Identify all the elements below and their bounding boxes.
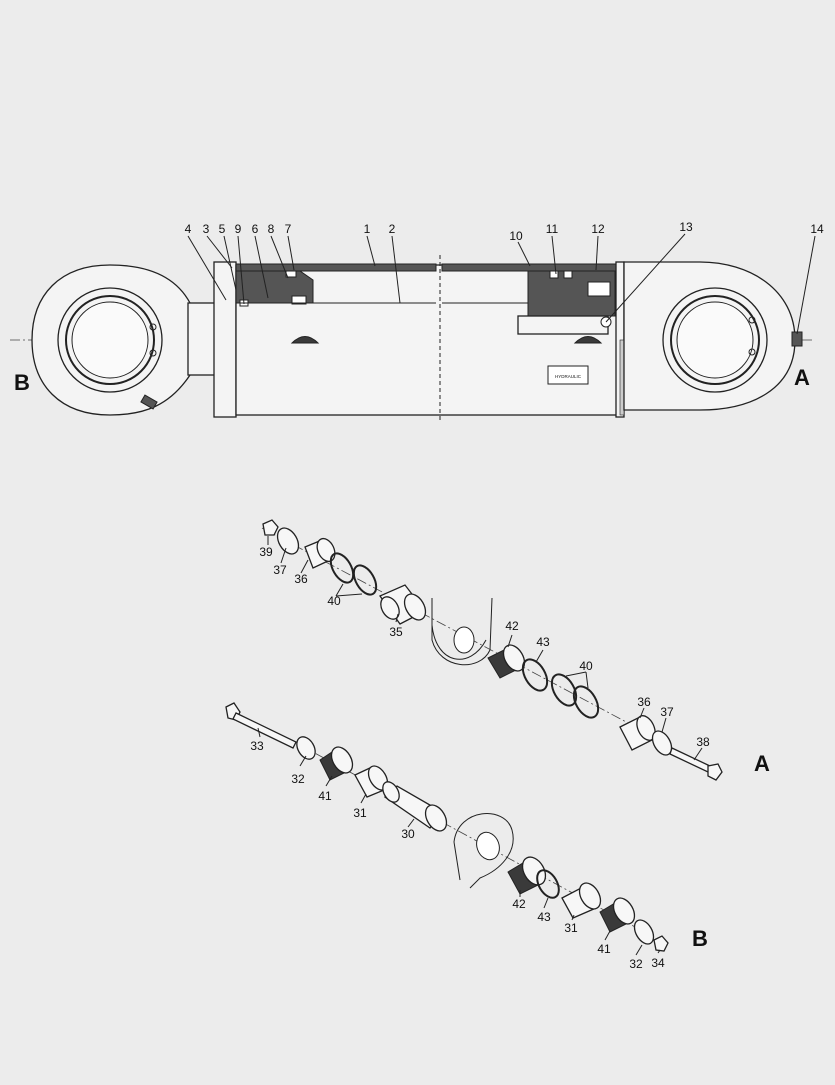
part-39 [262, 519, 279, 536]
callout-13: 13 [679, 220, 693, 234]
part-35 [379, 584, 427, 625]
callout-1: 1 [364, 222, 371, 236]
part-a-label-42: 42 [505, 619, 519, 633]
part-b-label-30: 30 [401, 827, 415, 841]
part-43-a [521, 658, 549, 692]
part-43-b [536, 869, 560, 899]
part-42-a [487, 644, 526, 679]
left-rod-eye [31, 264, 191, 416]
assembly-b: 33 32 41 31 30 42 43 31 41 32 34 B [225, 702, 708, 971]
part-34 [653, 935, 669, 952]
part-31-b [561, 882, 602, 919]
part-37-a [276, 527, 300, 555]
part-b-label-41: 41 [318, 789, 332, 803]
part-32-b [633, 919, 655, 945]
part-b-label-33: 33 [250, 739, 264, 753]
part-b-label-32b: 32 [629, 957, 643, 971]
assembly-b-label: B [692, 926, 708, 951]
part-a-label-36: 36 [294, 572, 308, 586]
callout-6: 6 [252, 222, 259, 236]
part-b-label-41b: 41 [597, 942, 611, 956]
part-38 [669, 747, 723, 781]
part-b-label-31b: 31 [564, 921, 578, 935]
part-32-a [296, 736, 316, 760]
callout-14: 14 [810, 222, 824, 236]
callout-4: 4 [185, 222, 192, 236]
part-36-a [304, 537, 336, 569]
name-plate [547, 365, 589, 385]
part-a-label-40: 40 [327, 594, 341, 608]
part-a-label-38: 38 [696, 735, 710, 749]
cylinder-drawing: HYDRAULIC [10, 233, 816, 420]
part-a-label-37: 37 [273, 563, 287, 577]
part-31-a [354, 765, 389, 798]
rod-neck [187, 302, 217, 376]
callout-8: 8 [268, 222, 275, 236]
part-40-ring-1 [329, 552, 355, 584]
part-b-label-42: 42 [512, 897, 526, 911]
part-30 [382, 781, 448, 832]
part-b-label-32: 32 [291, 772, 305, 786]
part-b-label-34: 34 [651, 956, 665, 970]
callout-10: 10 [509, 229, 523, 243]
right-cylinder-eye [623, 261, 803, 411]
part-40-ring-2 [352, 564, 378, 596]
callout-9: 9 [235, 222, 242, 236]
part-a-label-39: 39 [259, 545, 273, 559]
end-label-b: B [14, 370, 30, 395]
part-33 [225, 702, 297, 749]
part-a-label-43: 43 [536, 635, 550, 649]
assembly-a-label: A [754, 751, 770, 776]
callout-12: 12 [591, 222, 605, 236]
top-leaders [187, 233, 816, 335]
name-plate-text: HYDRAULIC [555, 374, 582, 379]
part-37-b [651, 730, 673, 756]
part-b-label-31: 31 [353, 806, 367, 820]
callout-7: 7 [285, 222, 292, 236]
callout-11: 11 [546, 222, 559, 236]
part-a-label-37b: 37 [660, 705, 674, 719]
assembly-a: 39 37 36 40 35 42 43 40 36 37 38 A [259, 519, 770, 781]
part-a-label-35: 35 [389, 625, 403, 639]
callout-3: 3 [203, 222, 210, 236]
part-a-label-40b: 40 [579, 659, 593, 673]
part-a-label-36b: 36 [637, 695, 651, 709]
part-b-label-43: 43 [537, 910, 551, 924]
eye-bracket-b [453, 813, 514, 889]
part-40-ring-3 [550, 673, 578, 707]
part-40-ring-4 [572, 685, 600, 719]
grease-fitting [290, 336, 320, 344]
end-label-a: A [794, 365, 810, 390]
part-41-a [319, 746, 354, 781]
part-42-b [507, 856, 547, 895]
part-36-b [619, 715, 656, 751]
callout-5: 5 [219, 222, 226, 236]
callout-2: 2 [389, 222, 396, 236]
part-41-b [599, 897, 636, 933]
top-callouts: 4 3 5 9 6 8 7 1 2 10 11 12 13 14 [185, 220, 824, 243]
barrel-wall-section [235, 263, 437, 272]
